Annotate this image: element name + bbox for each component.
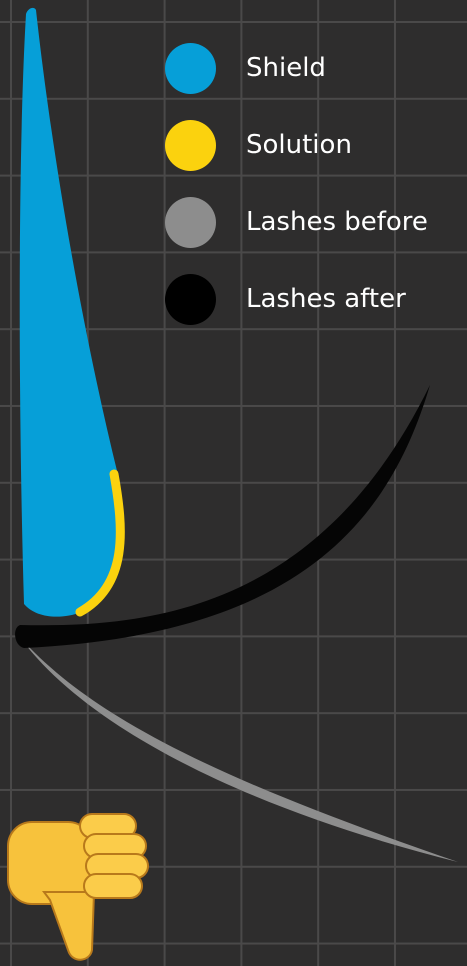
thumbs-down-icon [8, 814, 148, 960]
legend-item: Shield [165, 42, 428, 94]
legend-label: Lashes after [246, 284, 406, 314]
shield-shape [20, 8, 121, 617]
legend-label: Solution [246, 130, 352, 160]
legend-swatch [165, 120, 216, 171]
legend-swatch [165, 274, 216, 325]
legend-item: Lashes before [165, 196, 428, 248]
legend-item: Solution [165, 119, 428, 171]
legend-label: Shield [246, 53, 326, 83]
legend-swatch [165, 197, 216, 248]
legend-label: Lashes before [246, 207, 428, 237]
legend-swatch [165, 43, 216, 94]
legend-item: Lashes after [165, 273, 428, 325]
